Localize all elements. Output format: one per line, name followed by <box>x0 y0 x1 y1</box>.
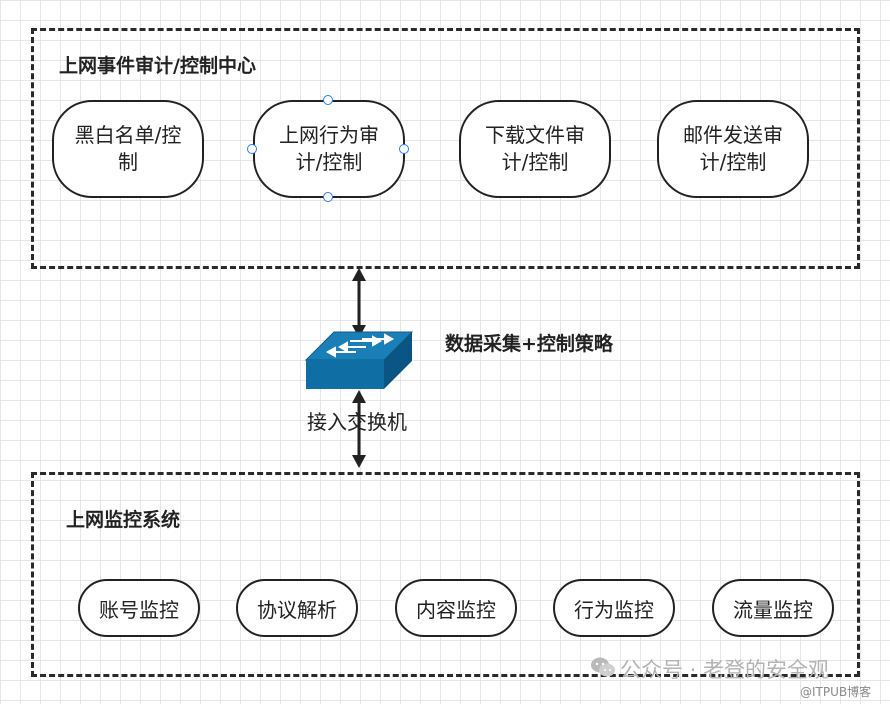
lower-bidirectional-arrow[interactable] <box>349 390 369 468</box>
node-label-line2: 计/控制 <box>501 150 569 174</box>
traffic-monitor-item[interactable]: 流量监控 <box>712 579 834 637</box>
email-sending-audit-node[interactable]: 邮件发送审 计/控制 <box>657 100 809 198</box>
selection-handle-left[interactable] <box>247 144 257 154</box>
selection-handle-bottom[interactable] <box>323 192 333 202</box>
data-collection-policy-label: 数据采集+控制策略 <box>445 333 613 355</box>
access-switch-icon[interactable] <box>304 331 414 392</box>
download-file-audit-node[interactable]: 下载文件审 计/控制 <box>459 100 611 198</box>
web-behavior-audit-node[interactable]: 上网行为审 计/控制 <box>253 100 405 198</box>
content-monitor-item[interactable]: 内容监控 <box>395 579 517 637</box>
node-label-line1: 下载文件审 <box>485 123 585 147</box>
node-label-line1: 邮件发送审 <box>683 123 783 147</box>
upper-bidirectional-arrow[interactable] <box>349 268 369 338</box>
watermark-site: @ITPUB博客 <box>800 685 872 699</box>
node-label-line1: 黑白名单/控 <box>74 123 182 147</box>
watermark-text: 公众号 · 老登的安全观 <box>620 658 830 682</box>
node-label-line1: 上网行为审 <box>279 123 379 147</box>
behavior-monitor-item[interactable]: 行为监控 <box>553 579 675 637</box>
account-monitor-item[interactable]: 账号监控 <box>78 579 200 637</box>
selection-handle-right[interactable] <box>399 144 409 154</box>
wechat-icon <box>591 657 615 677</box>
selection-handle-top[interactable] <box>323 95 333 105</box>
protocol-parsing-item[interactable]: 协议解析 <box>236 579 358 637</box>
node-label-line2: 计/控制 <box>699 150 767 174</box>
top-group-title: 上网事件审计/控制中心 <box>59 55 256 77</box>
node-label-line2: 计/控制 <box>295 150 363 174</box>
blacklist-whitelist-control-node[interactable]: 黑白名单/控 制 <box>52 100 204 198</box>
node-label-line2: 制 <box>118 150 138 174</box>
bottom-group-title: 上网监控系统 <box>66 509 181 531</box>
bottom-group-container <box>31 472 860 677</box>
top-group-container <box>31 28 860 269</box>
switch-label: 接入交换机 <box>307 410 407 434</box>
